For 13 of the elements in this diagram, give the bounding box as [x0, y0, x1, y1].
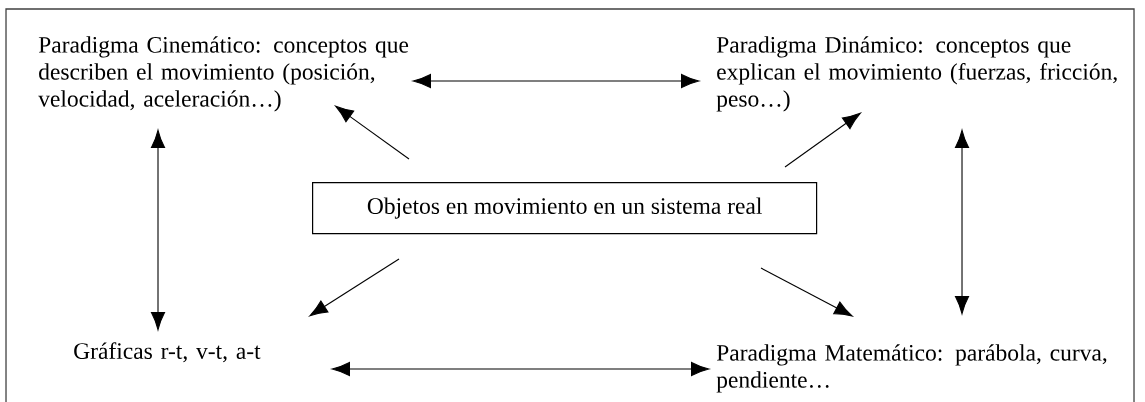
arrow: [309, 258, 400, 317]
arrow: [760, 267, 853, 317]
process-box: Objetos en movimiento en un sistema real: [312, 182, 818, 235]
arrow: [335, 105, 410, 160]
concept-text: Gráficas r-t, v-t, a-t: [74, 342, 261, 363]
concept-text: Paradigma Cinemático: conceptos que describen el movimiento (posición, velocidad, aceleración…): [38, 36, 409, 112]
arrow: [331, 361, 710, 377]
concept-text: Paradigma Matemático: parábola, curva, pendiente…: [716, 344, 1107, 393]
arrow: [412, 73, 700, 89]
arrow: [954, 129, 970, 315]
arrow: [784, 112, 861, 168]
concept-text: Paradigma Dinámico: conceptos que explican el movimiento (fuerzas, fricción, peso…): [716, 36, 1117, 112]
arrow: [150, 129, 166, 331]
